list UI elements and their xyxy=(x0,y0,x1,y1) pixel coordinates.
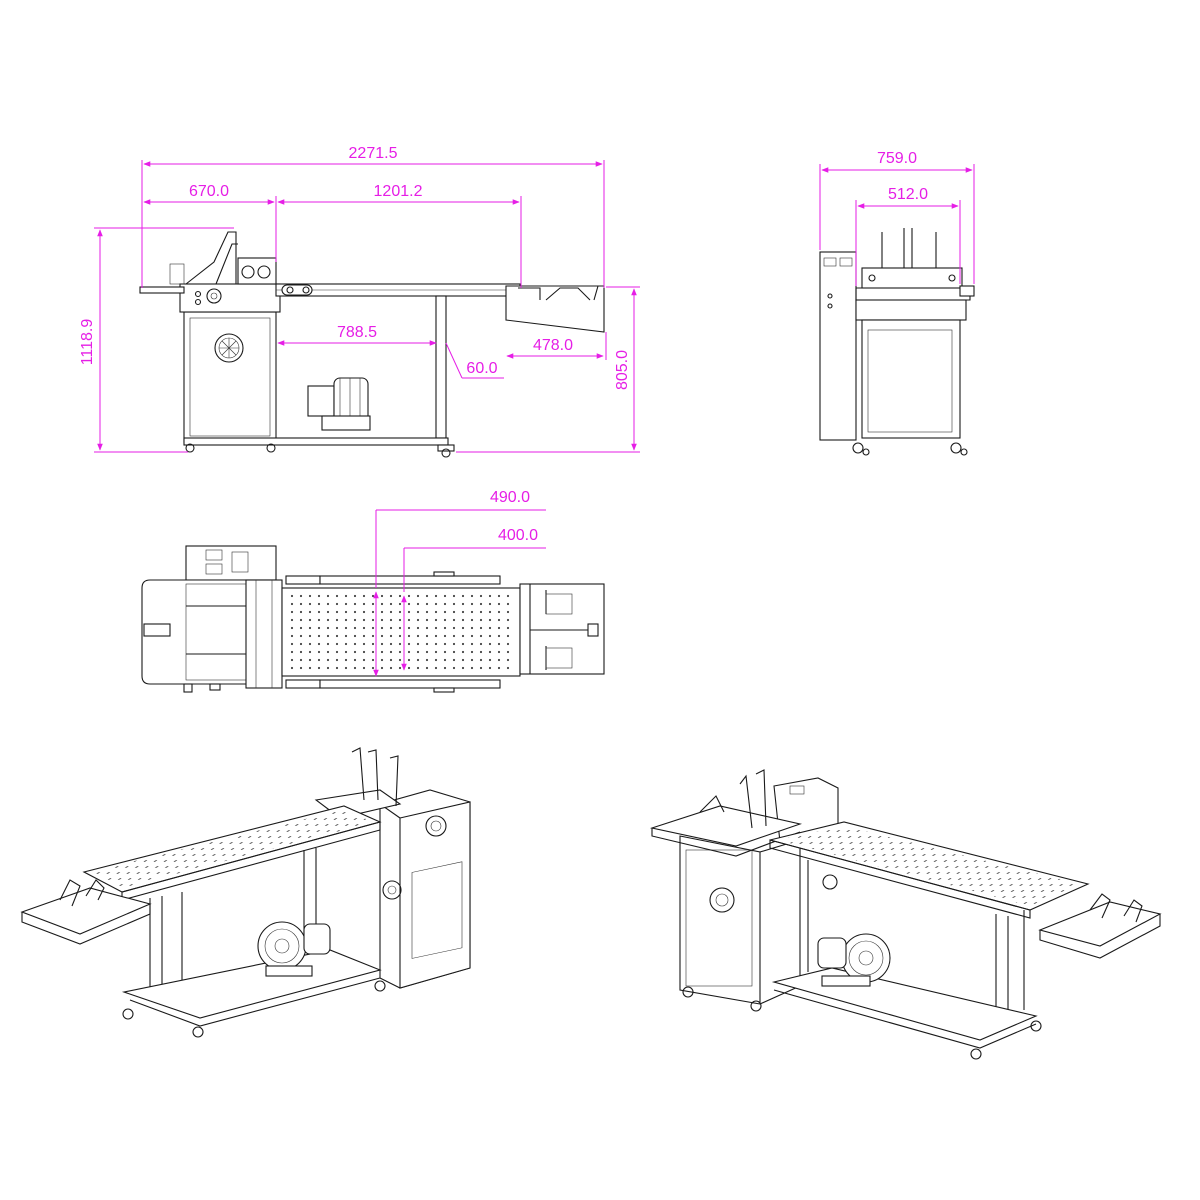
dim-belt-width-label: 490.0 xyxy=(490,489,530,506)
dim-tray-length-label: 478.0 xyxy=(533,337,573,354)
dim-leg-span-label: 788.5 xyxy=(337,324,377,341)
caster-wheel xyxy=(122,980,386,1038)
dim-overall-width-label: 759.0 xyxy=(877,150,917,167)
dim-overall-length-label: 2271.5 xyxy=(349,145,398,162)
top-dimensions: 490.0 400.0 xyxy=(373,489,546,677)
iso-output-tray-right xyxy=(1038,901,1162,947)
top-view xyxy=(141,545,605,693)
dim-inner-width-label: 512.0 xyxy=(888,186,928,203)
front-view xyxy=(139,231,605,458)
dim-overall-height-label: 1118.9 xyxy=(79,319,96,366)
feeder-cabinet xyxy=(183,311,277,443)
top-control-box xyxy=(185,545,277,581)
blower-motor xyxy=(307,377,371,431)
fan-icon xyxy=(709,874,838,913)
iso-cabinet-right xyxy=(679,835,761,1005)
iso-cabinet xyxy=(399,801,471,989)
side-view xyxy=(819,228,975,456)
isometric-view-left xyxy=(20,747,471,1038)
fan-icon xyxy=(214,333,244,363)
feed-shelf xyxy=(139,286,185,294)
dim-belt-inner-width-label: 400.0 xyxy=(498,527,538,544)
control-panel xyxy=(819,251,857,441)
blower-motor xyxy=(817,933,891,987)
caster-wheel xyxy=(682,986,1042,1060)
blower-motor xyxy=(257,921,331,977)
side-dimensions: 759.0 512.0 xyxy=(819,150,975,286)
dim-conveyor-length-label: 1201.2 xyxy=(374,183,423,200)
output-tray xyxy=(505,285,605,333)
side-cabinet xyxy=(861,319,961,439)
iso-output-tray xyxy=(20,887,152,935)
caster-wheel xyxy=(852,442,968,456)
dim-feeder-length-label: 670.0 xyxy=(189,183,229,200)
fan-icon xyxy=(382,815,447,900)
dim-table-height-label: 805.0 xyxy=(614,350,631,390)
feeder-head xyxy=(179,283,281,313)
front-dimensions: 2271.5 670.0 1201.2 1118.9 805.0 788.5 6… xyxy=(79,145,640,453)
isometric-view-right xyxy=(649,769,1162,1060)
dim-leg-offset-label: 60.0 xyxy=(466,360,497,377)
conveyor-leg xyxy=(435,295,447,439)
caster-wheel xyxy=(185,443,455,458)
